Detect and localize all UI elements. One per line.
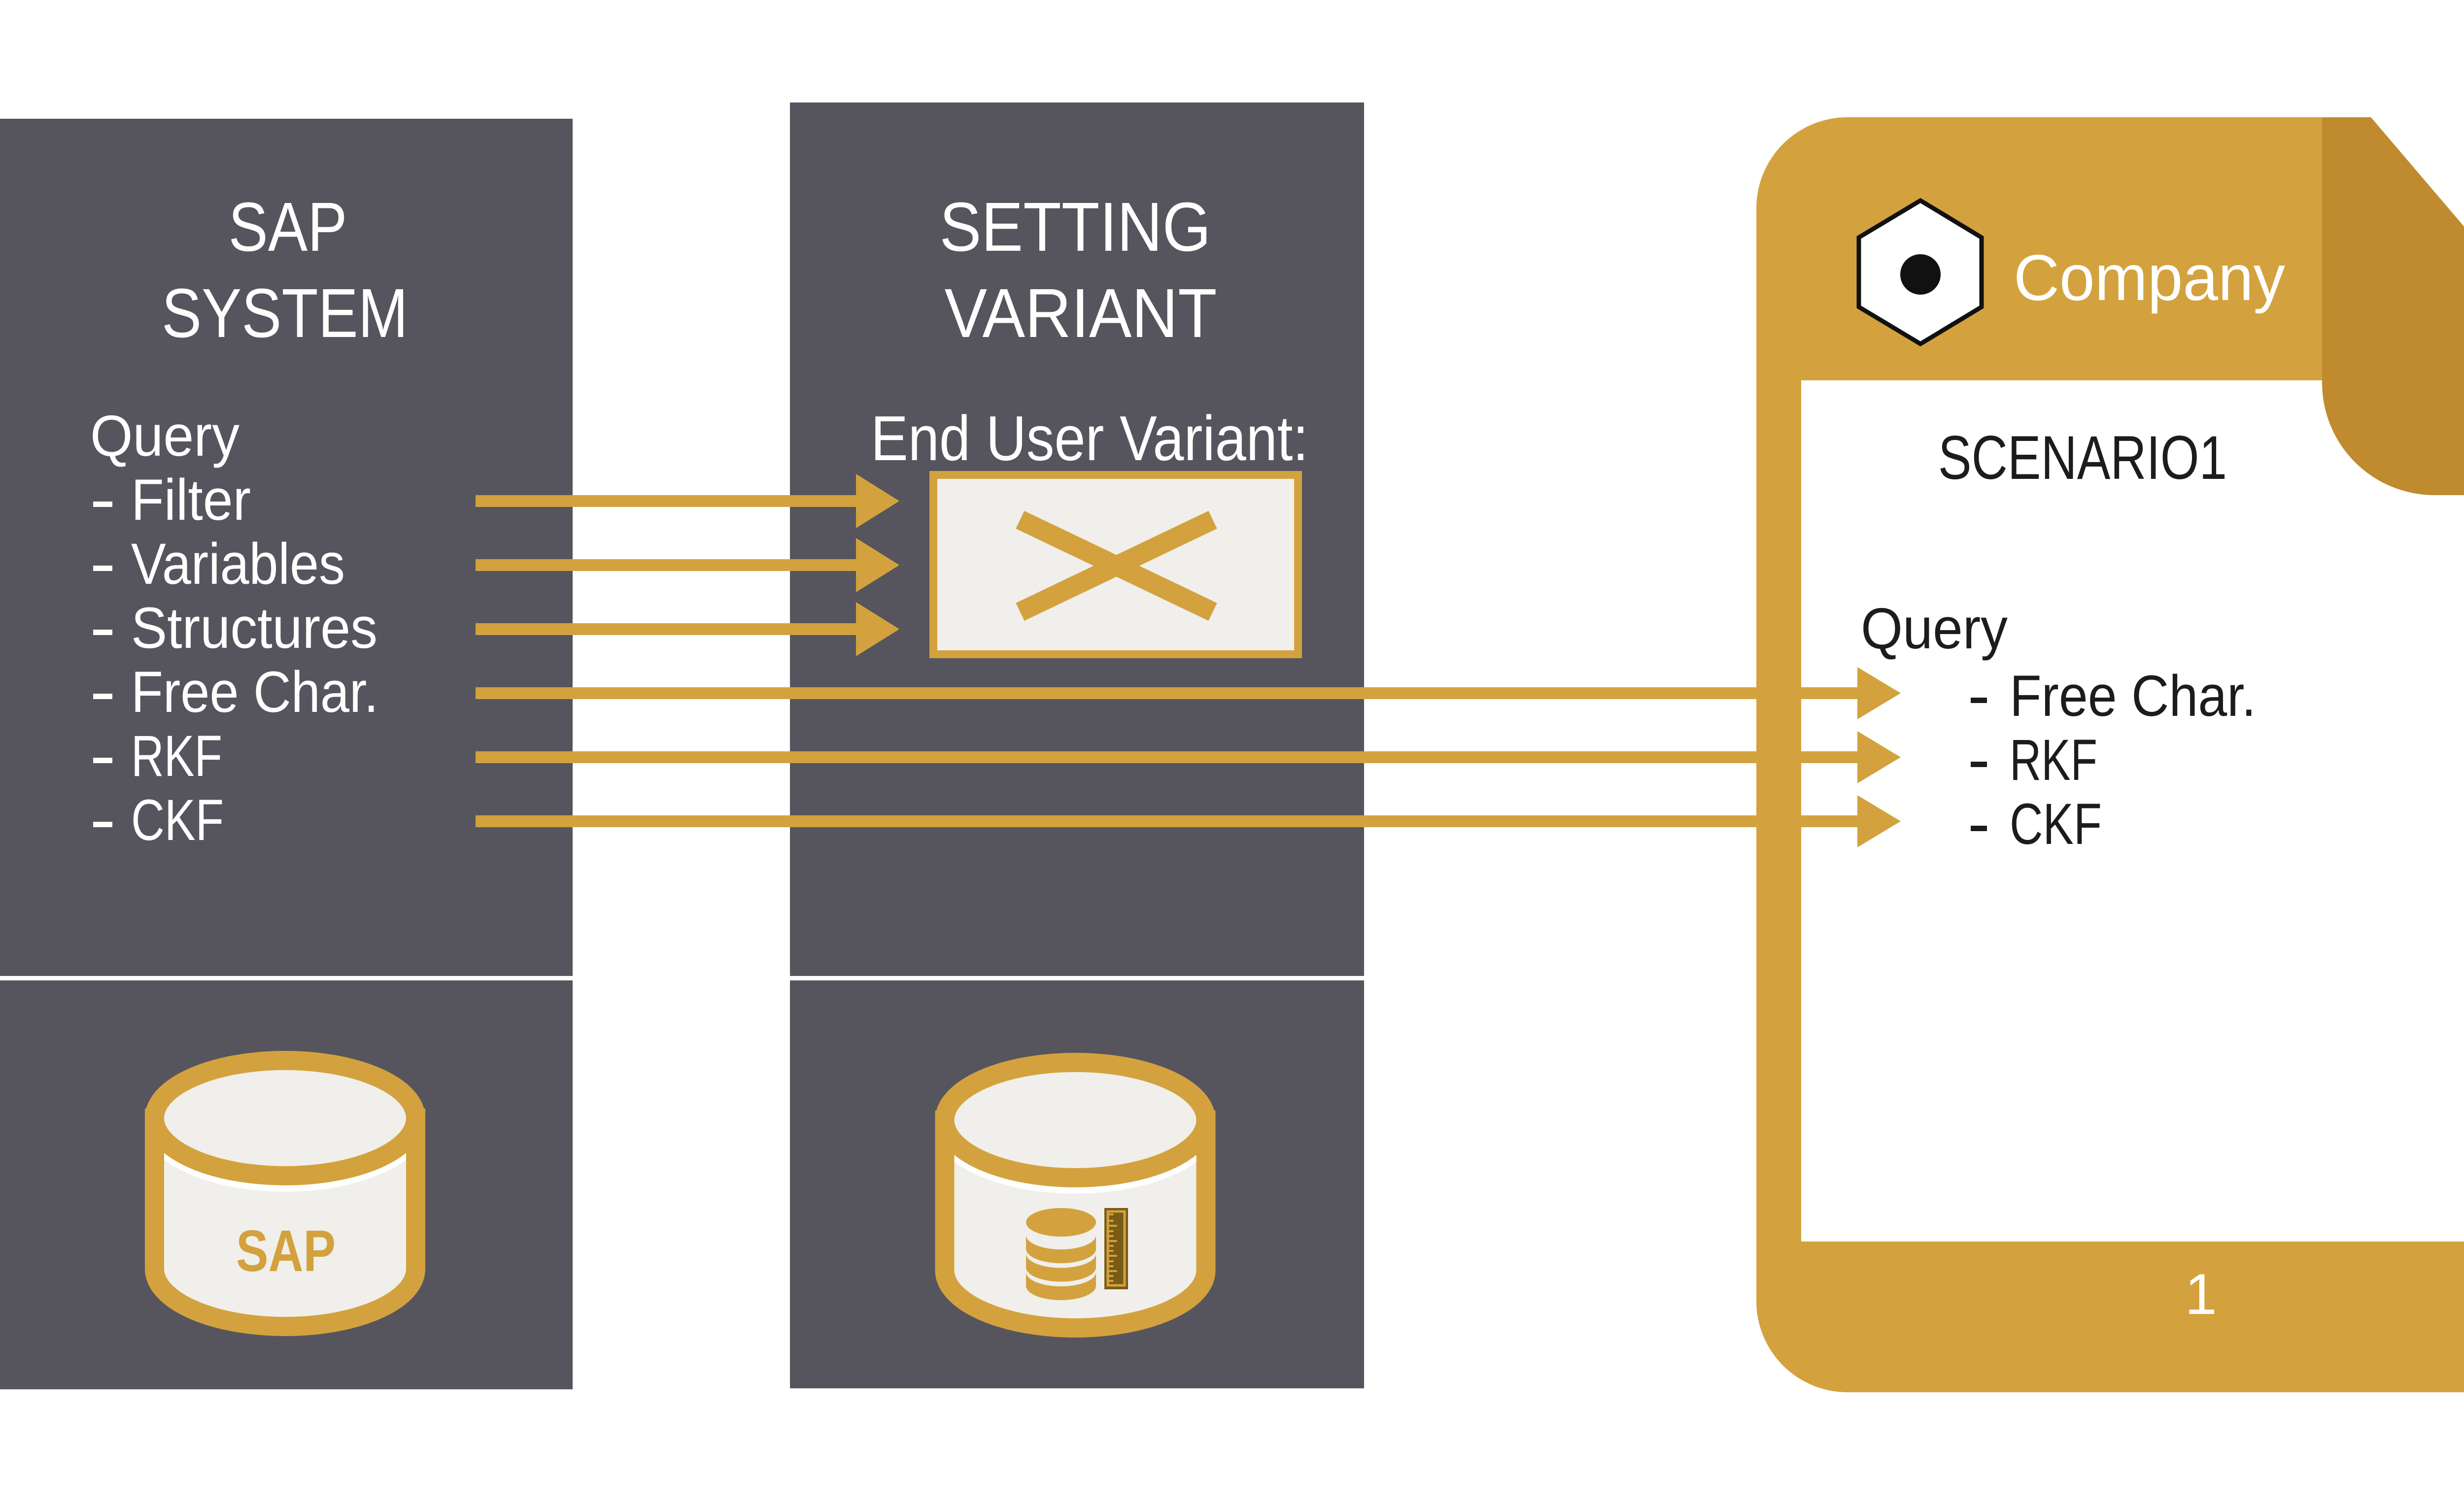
svg-text:SYSTEM: SYSTEM xyxy=(162,274,408,352)
svg-text:End User Variant:: End User Variant: xyxy=(871,403,1308,474)
svg-text:Free Char.: Free Char. xyxy=(2010,664,2256,729)
svg-text:Filter: Filter xyxy=(131,468,251,533)
svg-text:SCENARIO1: SCENARIO1 xyxy=(1938,424,2227,492)
svg-text:SETTING: SETTING xyxy=(940,188,1211,266)
svg-text:1: 1 xyxy=(2185,1262,2217,1326)
svg-text:Structures: Structures xyxy=(131,596,377,661)
svg-text:Query: Query xyxy=(90,403,240,469)
svg-text:Query: Query xyxy=(1861,596,2008,661)
svg-text:VARIANT: VARIANT xyxy=(945,274,1217,352)
svg-text:CKF: CKF xyxy=(2010,792,2102,857)
svg-text:Company: Company xyxy=(2014,241,2285,314)
svg-text:RKF: RKF xyxy=(131,724,222,789)
svg-text:CKF: CKF xyxy=(131,788,224,853)
svg-text:RKF: RKF xyxy=(2010,728,2097,793)
svg-text:Variables: Variables xyxy=(131,532,345,597)
svg-text:Free Char.: Free Char. xyxy=(131,660,378,725)
svg-text:SAP: SAP xyxy=(229,188,347,266)
svg-text:SAP: SAP xyxy=(236,1218,336,1284)
